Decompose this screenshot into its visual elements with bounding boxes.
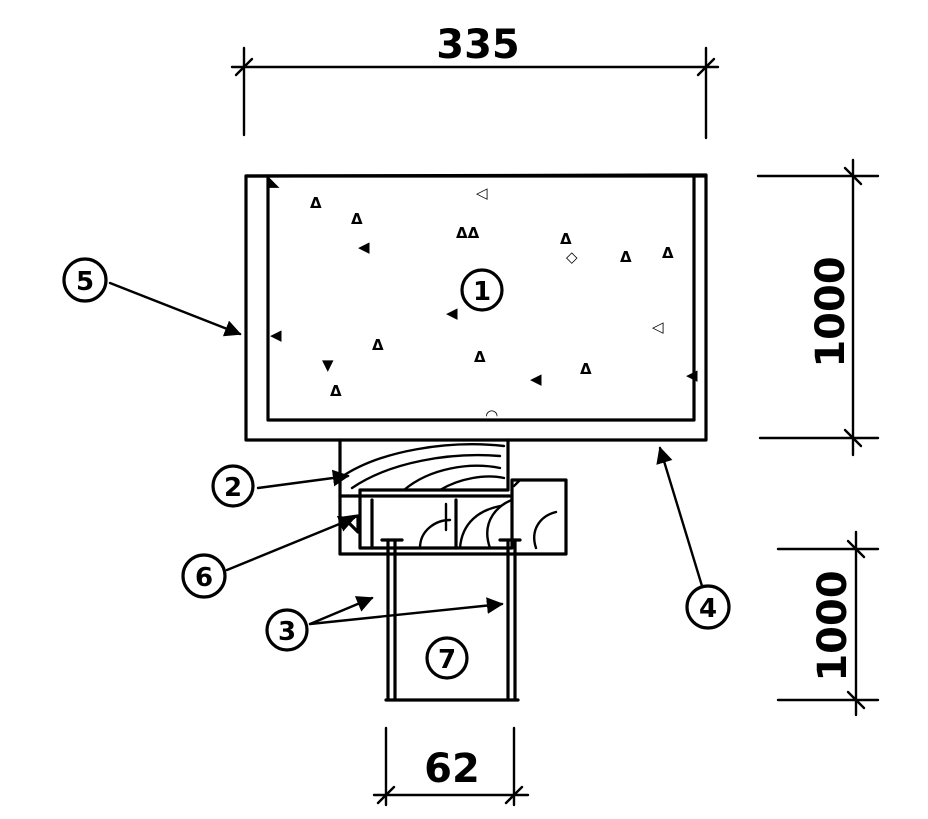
svg-text:Δ: Δ	[620, 248, 632, 266]
svg-text:Δ: Δ	[474, 348, 486, 366]
callout-4-label: 4	[699, 594, 717, 624]
svg-text:ΔΔ: ΔΔ	[456, 224, 480, 242]
svg-text:Δ: Δ	[310, 194, 322, 212]
svg-text:Δ: Δ	[372, 336, 384, 354]
concrete-aggregate-marks: Δ Δ ◀ ◁ ΔΔ Δ ◇ Δ Δ ◁ ◀ Δ ▼ Δ Δ ◀ Δ ◠ ◀ ◀…	[268, 172, 698, 424]
dimension-label-1000-lower: 1000	[810, 570, 856, 681]
dimension-bottom-width: 62	[372, 726, 530, 807]
timber-bearer	[338, 438, 510, 498]
svg-text:◁: ◁	[652, 318, 664, 336]
svg-text:Δ: Δ	[351, 210, 363, 228]
callout-1-label: 1	[473, 277, 491, 307]
svg-text:Δ: Δ	[662, 244, 674, 262]
callout-5-label: 5	[76, 267, 94, 297]
svg-text:Δ: Δ	[330, 382, 342, 400]
dimension-top-width: 335	[230, 22, 720, 140]
callout-3-label: 3	[278, 617, 296, 647]
svg-text:◇: ◇	[566, 248, 578, 266]
dimension-right-upper: 1000	[756, 158, 880, 457]
svg-text:◀: ◀	[446, 304, 458, 322]
callout-6-label: 6	[195, 563, 213, 593]
callout-1: 1	[460, 268, 504, 312]
callout-7-label: 7	[438, 645, 456, 675]
callout-3: 3	[265, 608, 309, 652]
svg-text:◀: ◀	[270, 326, 282, 344]
svg-text:◣: ◣	[268, 172, 280, 190]
svg-text:◀: ◀	[358, 238, 370, 256]
leader-lines	[108, 281, 704, 626]
dimension-label-1000-upper: 1000	[808, 256, 854, 367]
svg-text:Δ: Δ	[560, 230, 572, 248]
dimension-right-lower: 1000	[776, 530, 880, 717]
callout-2: 2	[211, 464, 255, 508]
svg-text:◠: ◠	[486, 406, 498, 424]
dimension-label-335: 335	[436, 22, 520, 68]
svg-text:Δ: Δ	[580, 360, 592, 378]
concrete-slab	[244, 173, 708, 442]
dimension-label-62: 62	[424, 746, 480, 792]
callout-2-label: 2	[224, 473, 242, 503]
svg-text:◀: ◀	[530, 370, 542, 388]
svg-text:◁: ◁	[476, 184, 488, 202]
timber-cap	[338, 478, 568, 556]
svg-text:▼: ▼	[322, 356, 334, 374]
callout-4: 4	[685, 584, 731, 630]
callout-6: 6	[181, 553, 227, 599]
steel-post-block	[380, 538, 522, 702]
svg-text:◀: ◀	[686, 366, 698, 384]
callout-5: 5	[62, 257, 108, 303]
callout-7: 7	[425, 636, 469, 680]
